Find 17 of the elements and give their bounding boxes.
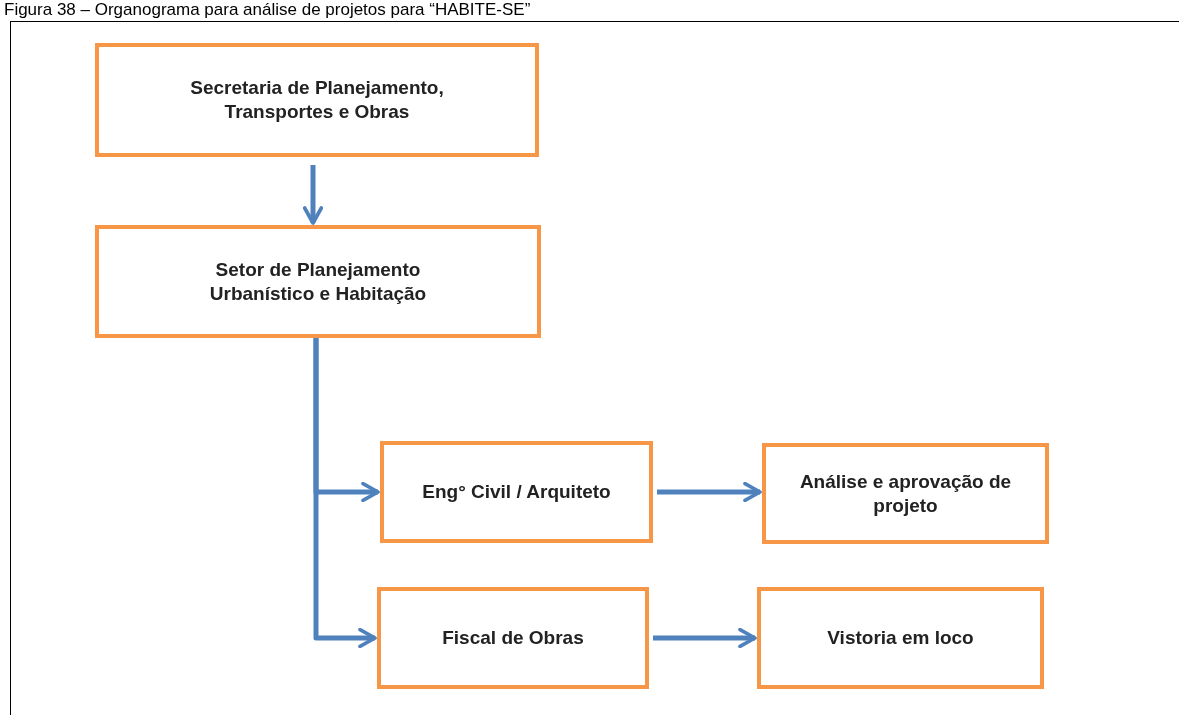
org-unit-box bbox=[95, 43, 539, 157]
org-unit-box bbox=[380, 441, 653, 543]
org-unit-box bbox=[757, 587, 1044, 689]
arrow bbox=[653, 627, 757, 649]
unit-name: Análise e aprovação de projeto bbox=[798, 469, 1013, 518]
arrow bbox=[657, 481, 762, 503]
org-unit-box bbox=[762, 443, 1049, 544]
unit-name: Secretaria de Planejamento, Transportes e Obras bbox=[189, 76, 445, 124]
org-unit-box bbox=[377, 587, 649, 689]
org-unit-box bbox=[95, 225, 541, 338]
unit-name: Setor de Planejamento Urbanístico e Habitação bbox=[208, 257, 428, 306]
figure-title: Figura 38 – Organograma para análise de projetos para “HABITE-SE” bbox=[4, 0, 531, 19]
unit-name: Fiscal de Obras bbox=[441, 626, 585, 650]
arrow bbox=[313, 338, 377, 649]
arrow bbox=[302, 165, 324, 225]
unit-name: Vistoria em loco bbox=[826, 626, 975, 650]
unit-name: Eng° Civil / Arquiteto bbox=[421, 480, 612, 504]
